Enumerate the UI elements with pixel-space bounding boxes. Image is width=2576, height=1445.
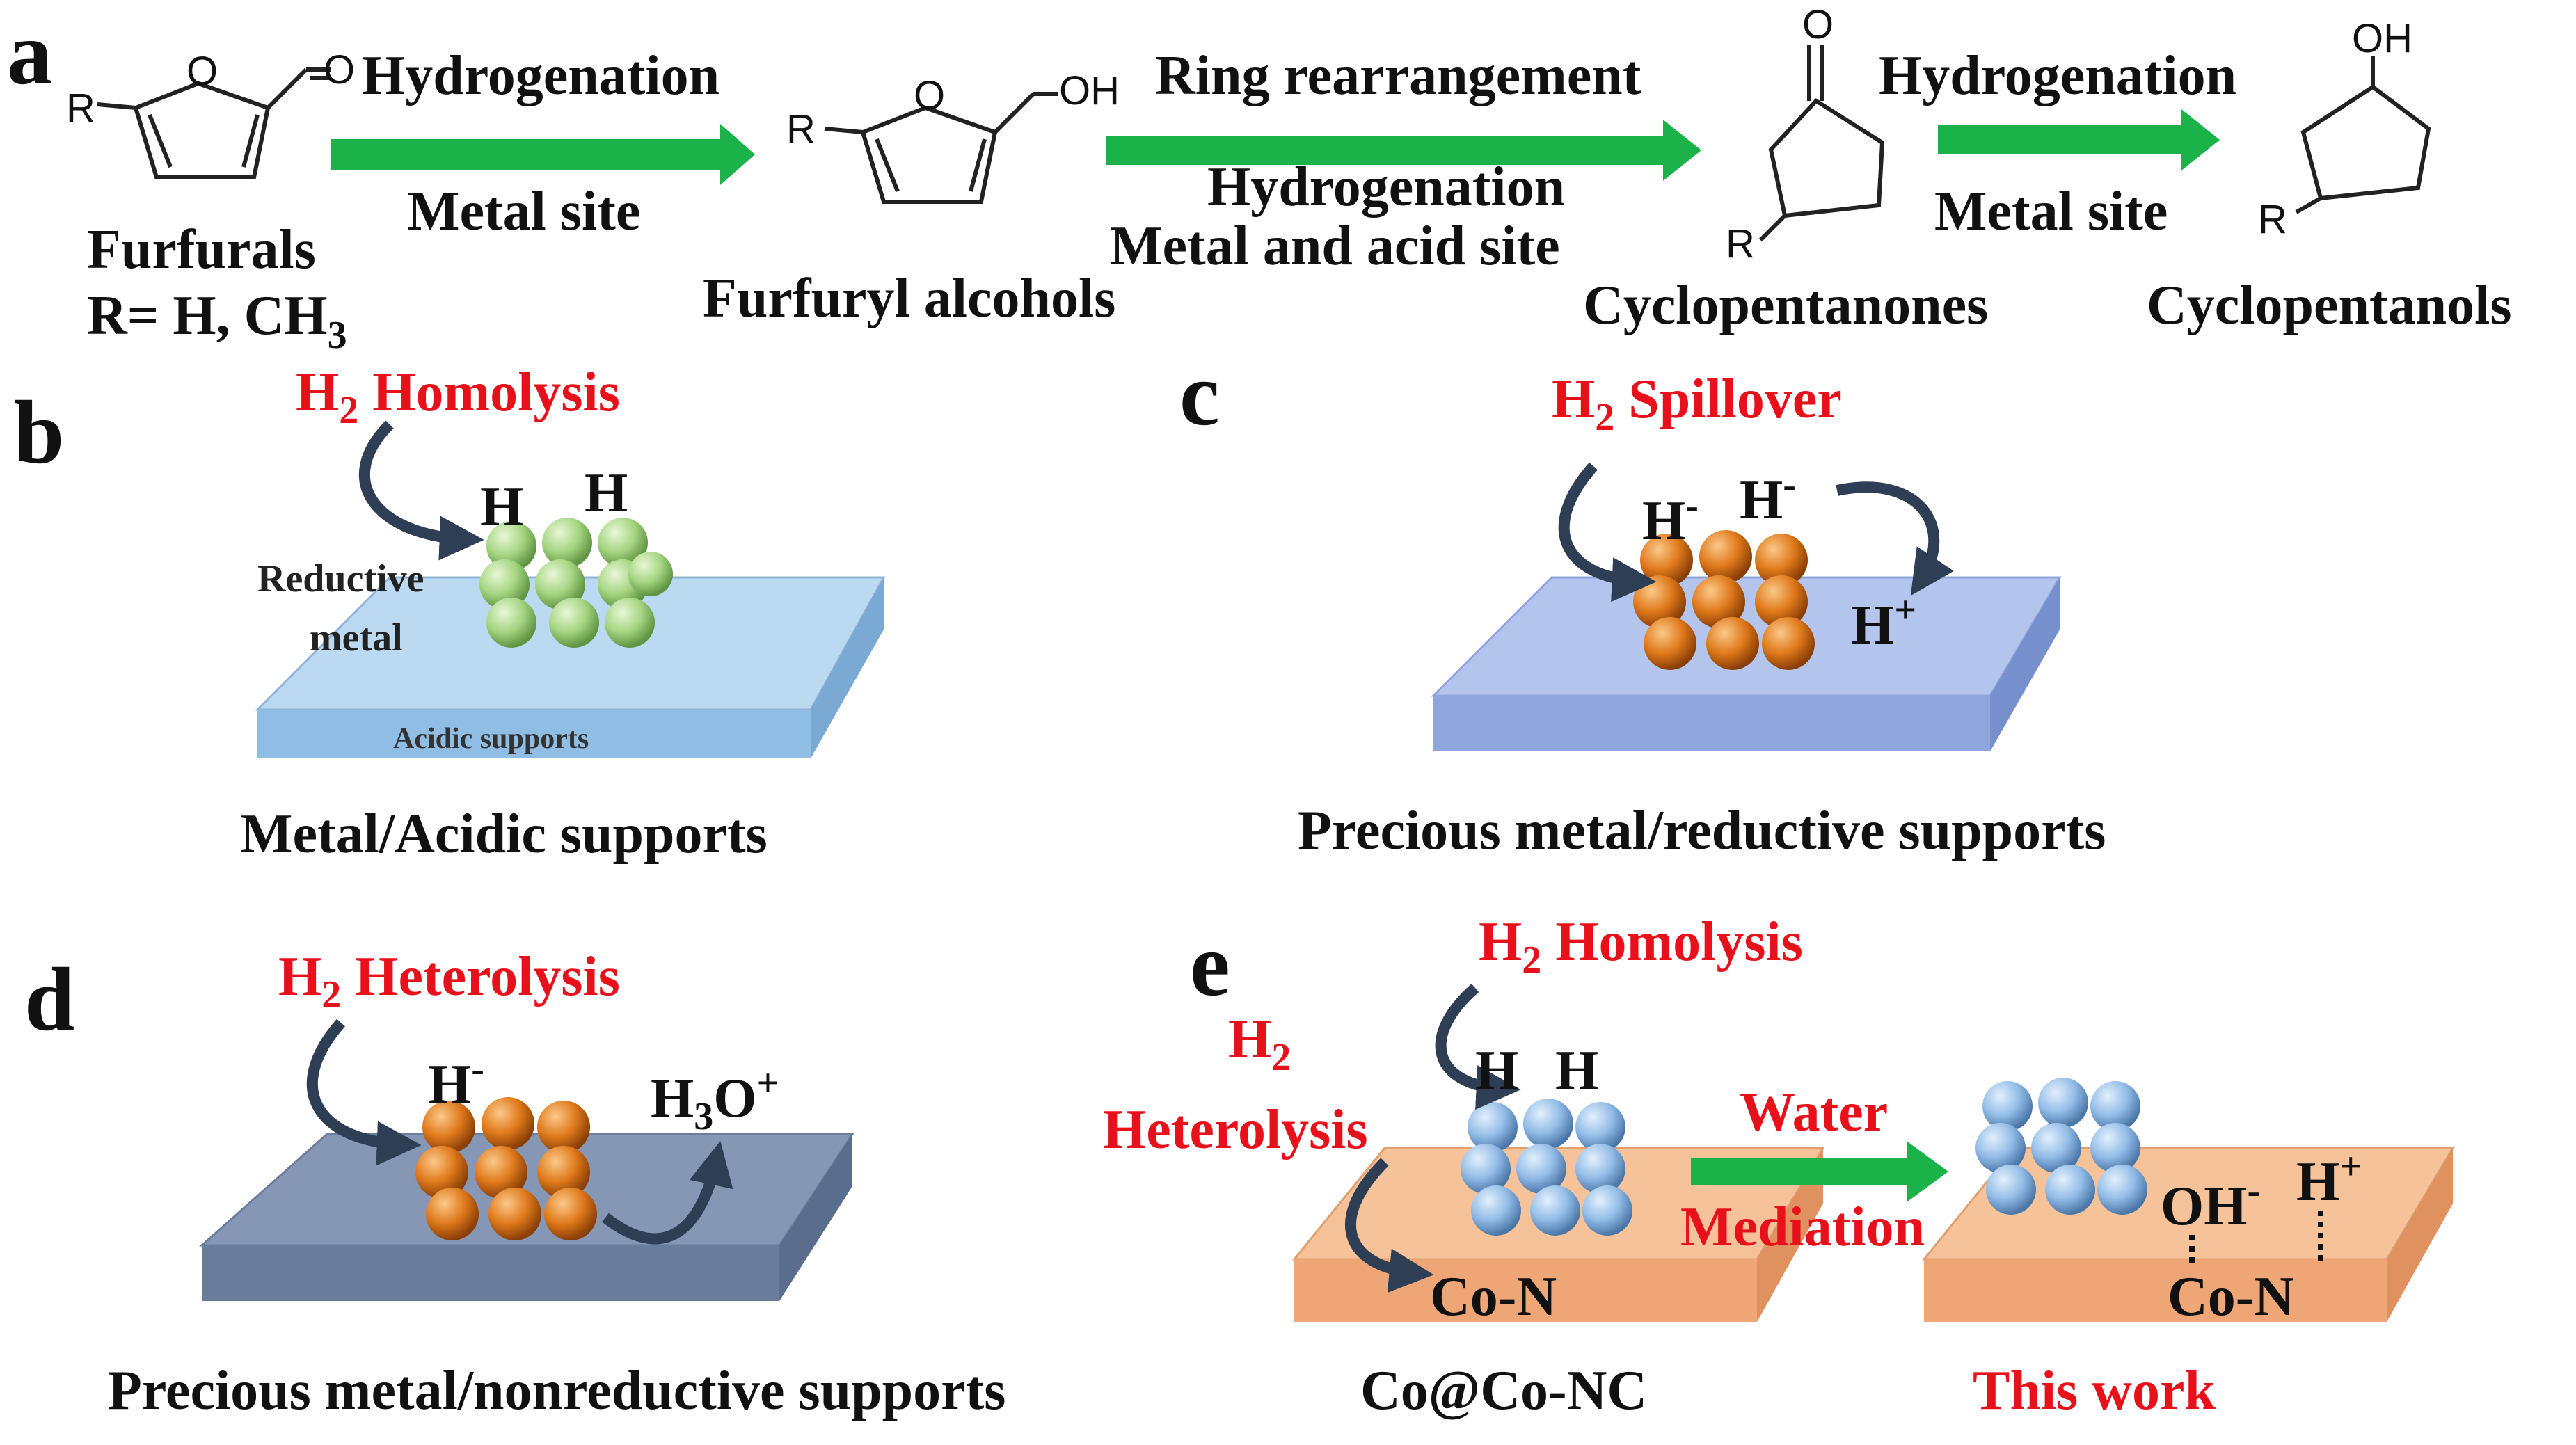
rearrangement-arrow	[1106, 120, 1701, 181]
e-h-atom-2: H	[1555, 1040, 1598, 1101]
reductive-label-2: metal	[310, 616, 403, 660]
b-title: H2 Homolysis	[296, 362, 620, 432]
cyclopentanones-label: Cyclopentanones	[1583, 275, 1988, 336]
step1-bottom-label: Metal site	[407, 181, 640, 242]
c-curved-arrow-out	[1836, 481, 1954, 596]
d-h-minus: H-	[428, 1048, 484, 1115]
e-homolysis-title: H2 Homolysis	[1479, 911, 1803, 982]
panel-d: d H2 Heterolysis H- H3O+ Precious metal/…	[24, 946, 1005, 1421]
e-hydroxide: OH-	[2161, 1169, 2260, 1237]
furfuryl-r-group: R	[786, 106, 816, 152]
d-caption: Precious metal/nonreductive supports	[108, 1360, 1005, 1421]
furfuryl-ring-oxygen: O	[914, 73, 945, 118]
panel-label-a: a	[7, 3, 52, 104]
furfurals-label: Furfurals	[87, 219, 316, 280]
e-water-label: Water	[1740, 1082, 1888, 1143]
e-con-left: Co-N	[1430, 1266, 1557, 1327]
c-h-minus-2: H-	[1740, 463, 1796, 531]
e-heterolysis-curved-arrow	[1345, 1158, 1434, 1293]
b-curved-arrow	[358, 420, 484, 561]
furfuryl-hydroxyl: OH	[1059, 68, 1120, 113]
panel-e: e H2 Homolysis H2 Heterolysis	[1103, 911, 2455, 1421]
c-h-plus: H+	[1851, 589, 1916, 656]
b-h-atom-2: H	[585, 463, 628, 524]
hydrogenation-arrow-2	[1938, 109, 2220, 170]
c-h-minus-1: H-	[1642, 484, 1699, 552]
orange-metal-cluster-d	[415, 1097, 597, 1240]
hydrogenation-arrow-1	[331, 124, 755, 185]
acidic-supports-label: Acidic supports	[393, 723, 589, 755]
green-metal-cluster	[479, 518, 673, 648]
e-heterolysis-h2: H2	[1228, 1009, 1291, 1079]
step3-top-label: Hydrogenation	[1879, 45, 2236, 106]
furfural-ring-oxygen: O	[186, 49, 218, 94]
cyclopentanone-oxygen: O	[1802, 2, 1834, 47]
panel-b: b H2 Homolysis Acidic supports Reductive…	[14, 362, 886, 865]
furfuryl-alcohol-structure	[824, 92, 1058, 204]
furfuryl-alcohols-label: Furfuryl alcohols	[703, 268, 1115, 329]
panel-label-b: b	[14, 383, 64, 483]
cyclopentanol-hydroxyl: OH	[2352, 16, 2412, 61]
blue-co-cluster-left	[1461, 1099, 1632, 1236]
reductive-label-1: Reductive	[257, 557, 424, 600]
cyclopentanone-structure	[1758, 45, 1885, 242]
e-homolysis-curved-arrow	[1435, 983, 1521, 1110]
step2-top-label: Ring rearrangement	[1155, 45, 1641, 106]
d-curved-arrow-out	[602, 1140, 733, 1245]
blue-co-cluster-right	[1975, 1078, 2147, 1215]
furfural-structure	[97, 67, 331, 179]
d-hydronium: H3O+	[651, 1062, 779, 1138]
e-con-right: Co-N	[2168, 1266, 2294, 1327]
e-heterolysis-word: Heterolysis	[1103, 1099, 1368, 1160]
d-title: H2 Heterolysis	[278, 946, 620, 1016]
c-caption: Precious metal/reductive supports	[1298, 800, 2106, 861]
panel-label-c: c	[1179, 344, 1220, 445]
panel-a: a O R O Furfurals R= H, CH3 Hydrogenatio…	[7, 2, 2512, 357]
cyclopentanone-r-group: R	[1726, 221, 1755, 266]
cyclopentanols-label: Cyclopentanols	[2147, 275, 2512, 336]
furfural-r-group: R	[66, 86, 95, 131]
step2-bottom-label: Metal and acid site	[1110, 216, 1560, 277]
e-h-atom-1: H	[1475, 1040, 1518, 1101]
c-title: H2 Spillover	[1552, 369, 1842, 439]
step3-bottom-label: Metal site	[1934, 181, 2168, 242]
b-caption: Metal/Acidic supports	[240, 804, 768, 865]
d-curved-arrow-in	[306, 1019, 422, 1166]
cyclopentanol-r-group: R	[2258, 197, 2287, 242]
panel-label-d: d	[24, 950, 74, 1050]
water-mediation-arrow	[1691, 1141, 1948, 1202]
e-caption-right: This work	[1973, 1360, 2216, 1421]
furfural-carbonyl-oxygen: O	[324, 47, 355, 93]
cyclopentanol-structure	[2295, 56, 2431, 214]
step1-top-label: Hydrogenation	[362, 45, 719, 106]
panel-label-e: e	[1190, 915, 1230, 1015]
r-definition: R= H, CH3	[87, 285, 347, 357]
step2-mid-label: Hydrogenation	[1207, 157, 1565, 218]
b-h-atom-1: H	[480, 477, 523, 538]
c-curved-arrow-in	[1558, 462, 1657, 602]
panel-c: c H2 Spillover H- H- H+ Precious metal/r…	[1179, 344, 2106, 861]
e-mediation-label: Mediation	[1680, 1197, 1925, 1258]
e-h-plus: H+	[2296, 1145, 2362, 1213]
e-caption-left: Co@Co-NC	[1360, 1360, 1647, 1421]
